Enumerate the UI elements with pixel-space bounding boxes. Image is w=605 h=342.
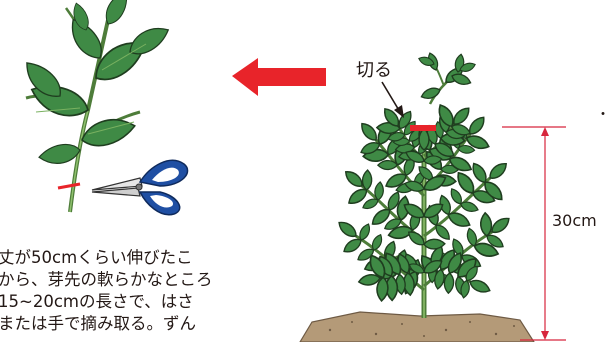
height-label: 30cm (552, 211, 597, 230)
bush-leaf (341, 167, 366, 191)
cut-tip-sprig (416, 51, 478, 105)
caption-line: または手で摘み取る。ずん (0, 314, 196, 333)
partial-edge-label: ・ (596, 104, 605, 124)
bush-leaf (377, 159, 399, 171)
bush-leaf (458, 199, 481, 215)
plant-bush (335, 101, 513, 318)
bush-leaf (486, 159, 511, 183)
caption-line: 15~20cmの長さで、はさ (0, 292, 194, 311)
bush-leaf (467, 276, 493, 296)
left-arrow-icon (232, 58, 326, 96)
height-measure (502, 126, 566, 341)
caption-line: から、芽先の軟らかなところ (0, 270, 213, 289)
bush-leaf (357, 119, 381, 144)
bush-leaf (361, 169, 373, 191)
bush-leaf (479, 211, 494, 238)
instruction-caption: 丈が50cmくらい伸びたこ から、芽先の軟らかなところ 15~20cmの長さで、… (0, 247, 274, 335)
bush-leaf (418, 127, 430, 151)
bush-leaf (335, 217, 360, 241)
soil (299, 311, 535, 342)
caption-line: 丈が50cmくらい伸びたこ (0, 248, 193, 267)
scissors-icon (91, 159, 189, 216)
bush-leaf (449, 104, 474, 129)
cutting-sprig (18, 0, 174, 213)
down-arrow-icon (381, 81, 404, 118)
cut-label: 切る (356, 60, 392, 81)
bush-leaf (488, 213, 513, 237)
